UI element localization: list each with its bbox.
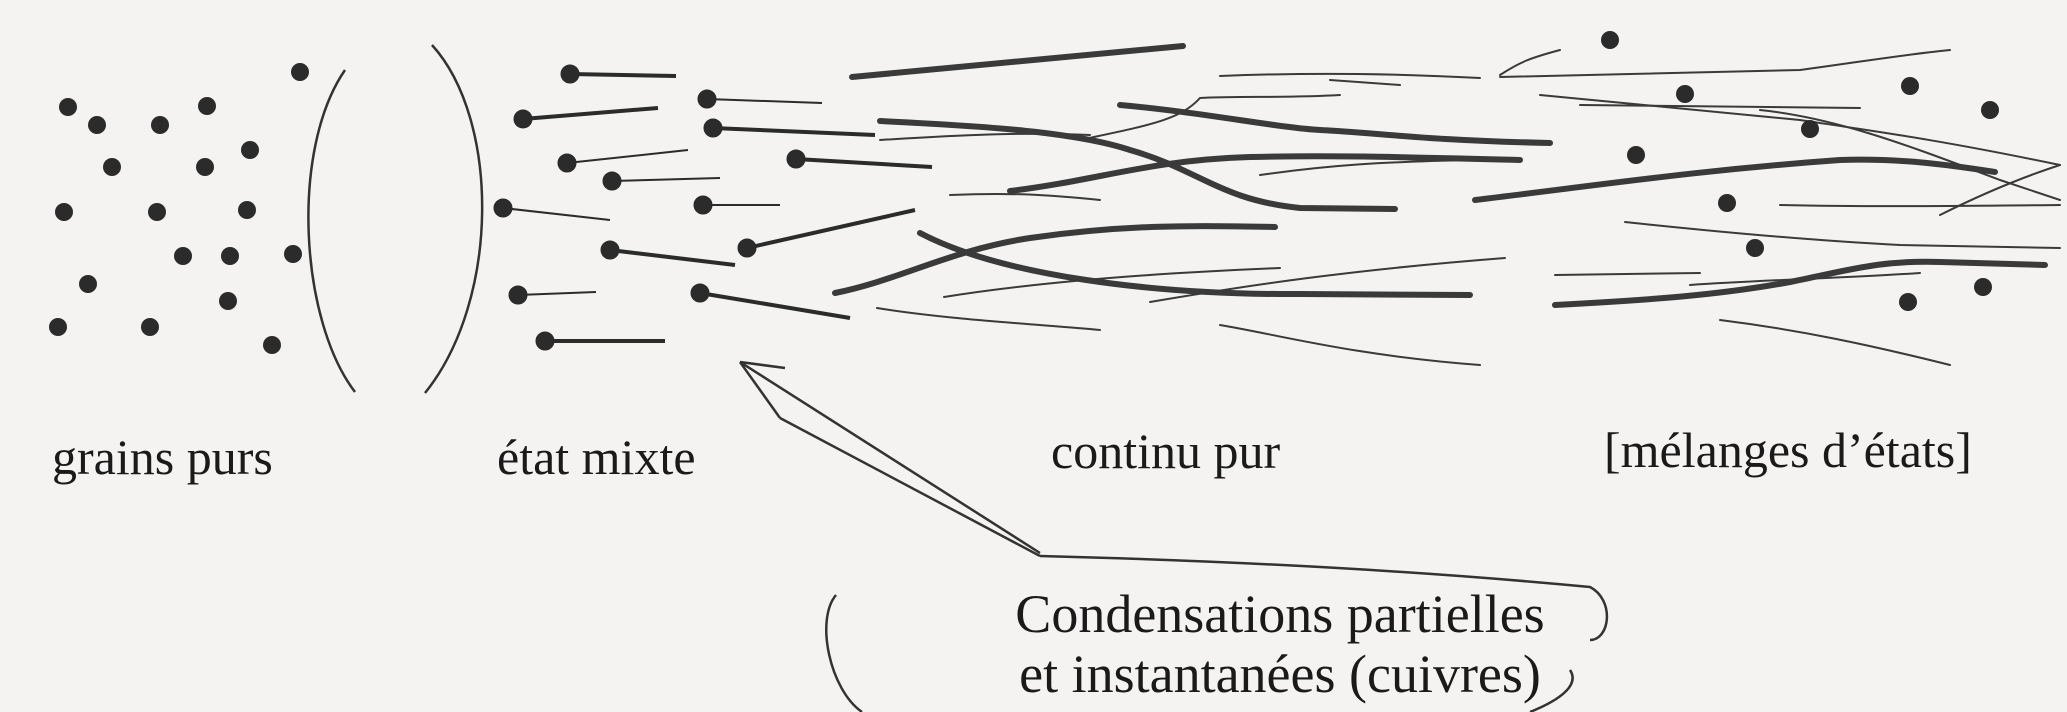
caption-line-2: et instantanées (cuivres) [940,644,1620,704]
grains-dots [49,63,309,354]
caption-line-1: Condensations partielles [940,584,1620,644]
label-grains-purs: grains purs [52,432,273,482]
lens-separator [308,45,482,393]
continu-lines [835,46,1550,365]
label-etat-mixte: état mixte [497,432,696,482]
caption-condensations: Condensations partielles et instantanées… [940,584,1620,704]
callout-arrow [740,362,1040,556]
label-continu-pur: continu pur [1051,426,1280,476]
mixte-tadpoles [494,65,932,350]
melanges-elements [1475,50,2060,365]
label-melanges-detats: [mélanges d’états] [1604,425,1972,475]
